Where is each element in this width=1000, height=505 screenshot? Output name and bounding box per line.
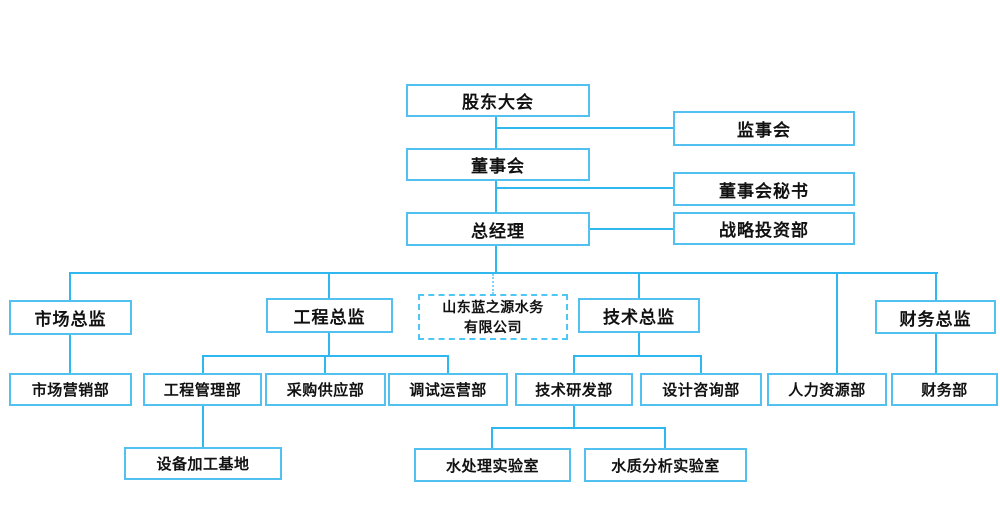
connector-gm-to-main <box>495 245 497 274</box>
connector-drop-design-consulting <box>700 355 702 373</box>
node-supervisory-board: 监事会 <box>673 111 855 146</box>
connector-drop-hr-dept <box>836 272 838 373</box>
node-design-consulting-dept: 设计咨询部 <box>640 373 762 406</box>
connector-labs-branch <box>491 427 666 429</box>
connector-drop-finance-director <box>935 272 937 300</box>
connector-drop-water-quality-lab <box>664 427 666 448</box>
node-finance-dept: 财务部 <box>891 373 998 406</box>
node-procurement-supply-dept: 采购供应部 <box>265 373 386 406</box>
node-shareholders-meeting: 股东大会 <box>406 84 590 117</box>
connector-dotted-company <box>492 274 494 294</box>
connector-drop-marketing-director <box>69 272 71 300</box>
connector-drop-technical-director <box>638 272 640 299</box>
node-company-name: 山东蓝之源水务 有限公司 <box>418 294 568 340</box>
node-hr-dept: 人力资源部 <box>767 373 887 406</box>
node-commissioning-operations-dept: 调试运营部 <box>388 373 508 406</box>
node-engineering-mgmt-dept: 工程管理部 <box>143 373 262 406</box>
node-water-quality-analysis-lab: 水质分析实验室 <box>584 448 747 482</box>
connector-to-supervisory-board <box>496 127 673 129</box>
node-engineering-director: 工程总监 <box>266 298 393 333</box>
connector-drop-tech-rd <box>573 355 575 373</box>
connector-engineering-stem <box>328 333 330 357</box>
connector-drop-water-treatment-lab <box>491 427 493 448</box>
node-strategic-investment-dept: 战略投资部 <box>673 212 855 245</box>
connector-to-board-secretary <box>496 187 673 189</box>
node-tech-rd-dept: 技术研发部 <box>515 373 633 406</box>
connector-rd-stem <box>573 406 575 429</box>
node-board-of-directors: 董事会 <box>406 148 590 181</box>
connector-drop-commissioning <box>447 355 449 373</box>
connector-shareholders-to-board <box>495 116 497 148</box>
connector-drop-procurement <box>324 355 326 373</box>
connector-main-horizontal <box>69 272 938 274</box>
company-name-line1: 山东蓝之源水务 <box>442 298 544 315</box>
node-water-treatment-lab: 水处理实验室 <box>414 448 571 482</box>
connector-board-to-gm <box>495 180 497 212</box>
connector-drop-engineering-director <box>328 272 330 299</box>
connector-technical-branch <box>573 355 702 357</box>
node-marketing-dept: 市场营销部 <box>9 373 132 406</box>
company-name-line2: 有限公司 <box>464 319 522 335</box>
connector-technical-stem <box>638 333 640 357</box>
connector-finance-to-dept <box>935 333 937 373</box>
connector-to-strategic-investment <box>589 228 673 230</box>
node-finance-director: 财务总监 <box>875 300 996 334</box>
connector-marketing-to-dept <box>69 335 71 373</box>
node-equipment-processing-base: 设备加工基地 <box>124 447 282 480</box>
connector-engmgmt-to-equipment <box>202 406 204 447</box>
connector-drop-eng-mgmt <box>202 355 204 373</box>
node-general-manager: 总经理 <box>406 212 590 246</box>
node-board-secretary: 董事会秘书 <box>673 172 855 206</box>
node-marketing-director: 市场总监 <box>9 300 132 335</box>
node-technical-director: 技术总监 <box>578 298 700 333</box>
